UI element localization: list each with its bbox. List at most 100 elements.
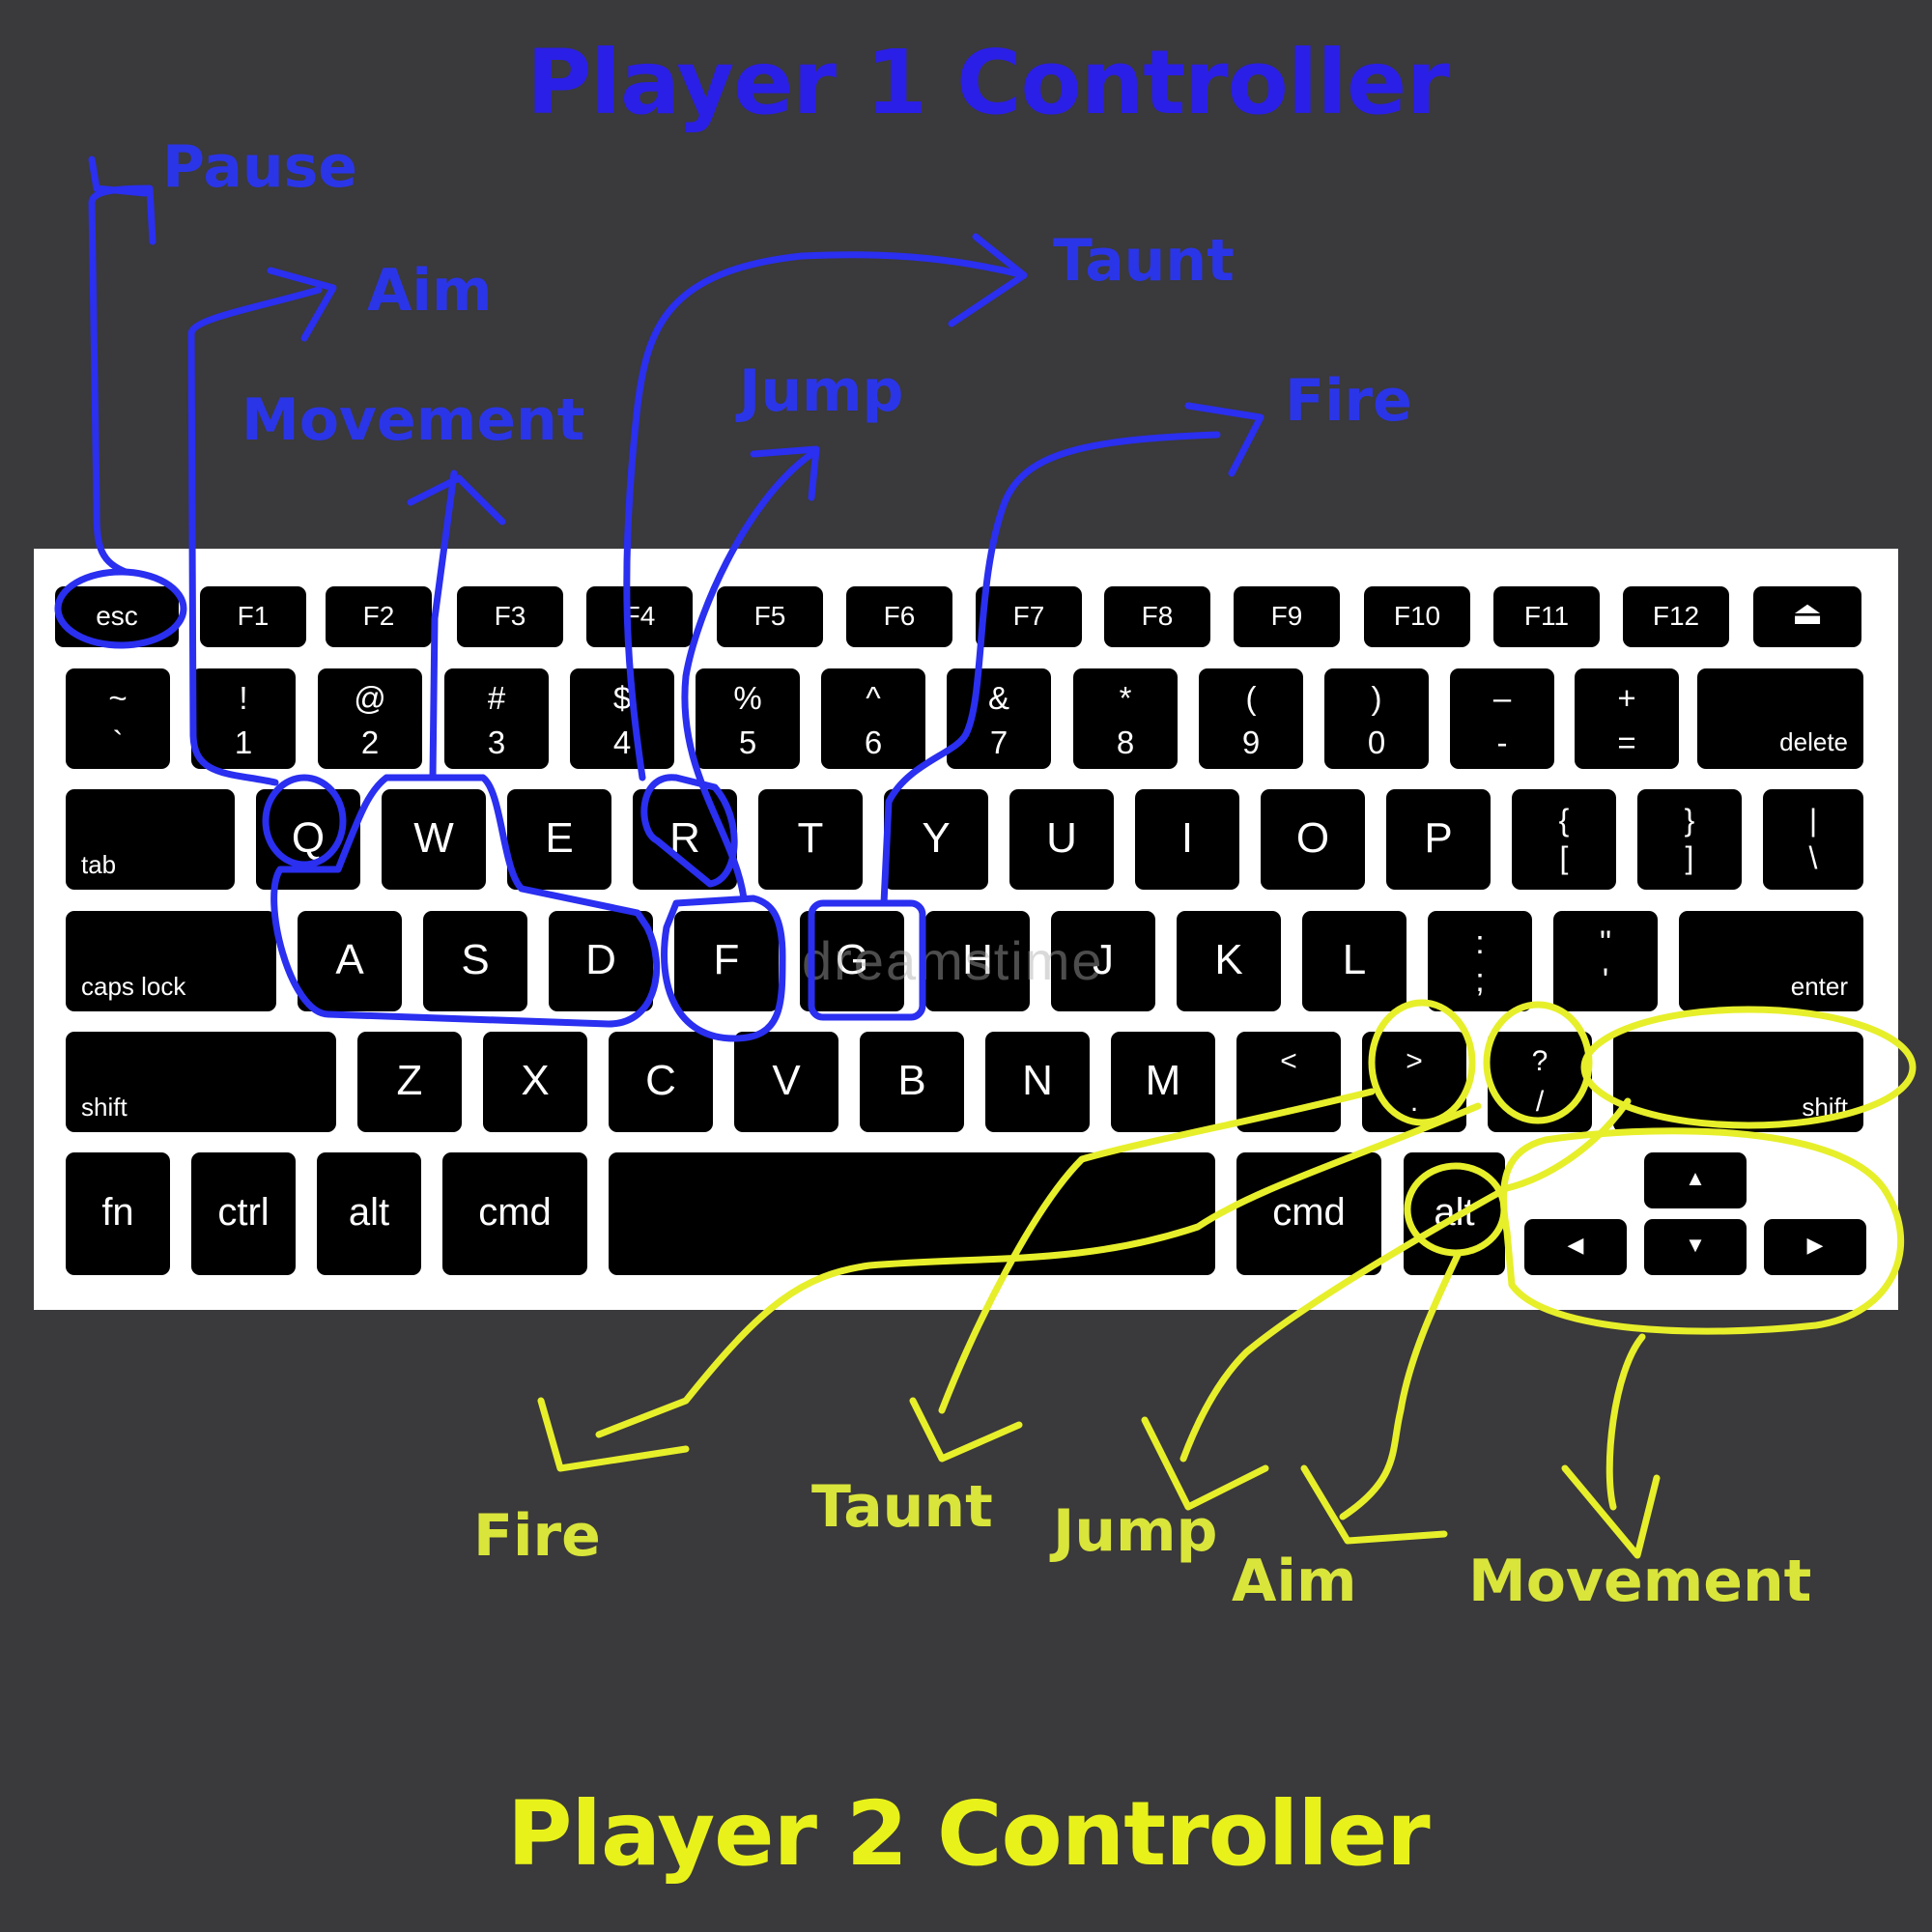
p2-fire-label: Fire (473, 1502, 601, 1570)
key-r[interactable]: R (633, 789, 737, 890)
key-sym-bracket[interactable]: |\ (1763, 789, 1863, 890)
key-sym-bracket[interactable]: {[ (1512, 789, 1616, 890)
key-cmd-right[interactable]: cmd (1236, 1152, 1381, 1275)
p1-aim-label: Aim (367, 257, 493, 325)
key-label: H (962, 936, 993, 983)
key-label: F10 (1393, 601, 1441, 631)
key-bottom-label: \ (1808, 840, 1818, 875)
key-f10[interactable]: F10 (1364, 586, 1470, 647)
key-a[interactable]: A (298, 911, 402, 1011)
key-0-10[interactable]: )0 (1324, 668, 1429, 769)
key-l[interactable]: L (1302, 911, 1406, 1011)
key-top-label: ! (239, 680, 248, 716)
key-6-6[interactable]: ^6 (821, 668, 925, 769)
key-arrow-left[interactable]: ◀ (1524, 1219, 1627, 1275)
key-w[interactable]: W (382, 789, 486, 890)
key-cmd-left[interactable]: cmd (442, 1152, 587, 1275)
key-sym[interactable]: :; (1428, 911, 1532, 1011)
key-t[interactable]: T (758, 789, 863, 890)
key-s[interactable]: S (423, 911, 527, 1011)
key-eject-icon[interactable]: ⏏ (1753, 586, 1861, 647)
key-f7[interactable]: F7 (976, 586, 1082, 647)
key-f3[interactable]: F3 (457, 586, 563, 647)
key-slash[interactable]: ?/ (1488, 1032, 1592, 1132)
key-comma[interactable]: <, (1236, 1032, 1341, 1132)
key-alt-left[interactable]: alt (317, 1152, 421, 1275)
key-p[interactable]: P (1386, 789, 1491, 890)
key-f11[interactable]: F11 (1493, 586, 1600, 647)
key-x-right[interactable]: X (483, 1032, 587, 1132)
key-4-4[interactable]: $4 (570, 668, 674, 769)
key-arrow-up[interactable]: ▲ (1644, 1152, 1747, 1208)
key-8-8[interactable]: *8 (1073, 668, 1178, 769)
key-label: alt (348, 1191, 390, 1234)
key-f9[interactable]: F9 (1234, 586, 1340, 647)
key-d[interactable]: D (549, 911, 653, 1011)
key-bottom-label: = (1617, 724, 1636, 760)
key-label: E (545, 814, 574, 862)
key-y[interactable]: Y (884, 789, 988, 890)
key-alt-right[interactable]: alt (1404, 1152, 1505, 1275)
key-sym[interactable]: "' (1553, 911, 1658, 1011)
key-bottom-label: 3 (487, 724, 506, 760)
key-1-1[interactable]: !1 (191, 668, 296, 769)
key-c-right[interactable]: C (609, 1032, 713, 1132)
key-7-7[interactable]: &7 (947, 668, 1051, 769)
key-q[interactable]: Q (256, 789, 360, 890)
key-label: F (713, 936, 740, 983)
key-h[interactable]: H (925, 911, 1030, 1011)
arrow-left-icon: ◀ (1567, 1233, 1584, 1257)
key-f1[interactable]: F1 (200, 586, 306, 647)
key-label: P (1424, 814, 1453, 862)
key-caps-lock[interactable]: caps lock (66, 911, 276, 1011)
key-ctrl-left[interactable]: ctrl (191, 1152, 296, 1275)
key-b-right[interactable]: B (860, 1032, 964, 1132)
key-f8[interactable]: F8 (1104, 586, 1210, 647)
key-sym-12[interactable]: += (1575, 668, 1679, 769)
key-delete[interactable]: delete (1697, 668, 1863, 769)
p1-pause-arrow (88, 185, 156, 576)
key-f6[interactable]: F6 (846, 586, 952, 647)
key-5-5[interactable]: %5 (696, 668, 800, 769)
arrow-up-icon: ▲ (1685, 1166, 1706, 1190)
eject-icon: ⏏ (1791, 595, 1824, 632)
key-j[interactable]: J (1051, 911, 1155, 1011)
key-2-2[interactable]: @2 (318, 668, 422, 769)
key-top-label: " (1599, 924, 1612, 961)
key-period[interactable]: >. (1362, 1032, 1466, 1132)
key-e[interactable]: E (507, 789, 611, 890)
player-2-title: Player 2 Controller (507, 1782, 1431, 1886)
key-esc[interactable]: esc (55, 586, 179, 647)
key-v-right[interactable]: V (734, 1032, 838, 1132)
key-sym-0[interactable]: ~` (66, 668, 170, 769)
key-n-right[interactable]: N (985, 1032, 1090, 1132)
key-f4[interactable]: F4 (586, 586, 693, 647)
key-f[interactable]: F (674, 911, 779, 1011)
key-fn-left[interactable]: fn (66, 1152, 170, 1275)
key-arrow-right[interactable]: ▶ (1764, 1219, 1866, 1275)
key-f5[interactable]: F5 (717, 586, 823, 647)
key-arrow-down[interactable]: ▼ (1644, 1219, 1747, 1275)
key-o[interactable]: O (1261, 789, 1365, 890)
key-sym-bracket[interactable]: }] (1637, 789, 1742, 890)
key-z-right[interactable]: Z (357, 1032, 462, 1132)
key-top-label: – (1492, 680, 1512, 716)
key-f2[interactable]: F2 (326, 586, 432, 647)
key-3-3[interactable]: #3 (444, 668, 549, 769)
key-k[interactable]: K (1177, 911, 1281, 1011)
key-m-right[interactable]: M (1111, 1032, 1215, 1132)
key-shift-left[interactable]: shift (66, 1032, 336, 1132)
key-space[interactable] (609, 1152, 1215, 1275)
key-bottom-label: , (1284, 1086, 1293, 1118)
key-enter[interactable]: enter (1679, 911, 1863, 1011)
key-top-label: > (1406, 1045, 1423, 1077)
key-i[interactable]: I (1135, 789, 1239, 890)
key-shift-right[interactable]: shift (1613, 1032, 1863, 1132)
key-f12[interactable]: F12 (1623, 586, 1729, 647)
key-top-label: @ (354, 680, 386, 716)
key-u[interactable]: U (1009, 789, 1114, 890)
key-sym-11[interactable]: –- (1450, 668, 1554, 769)
key-9-9[interactable]: (9 (1199, 668, 1303, 769)
key-label: ctrl (217, 1191, 270, 1234)
key-tab[interactable]: tab (66, 789, 235, 890)
